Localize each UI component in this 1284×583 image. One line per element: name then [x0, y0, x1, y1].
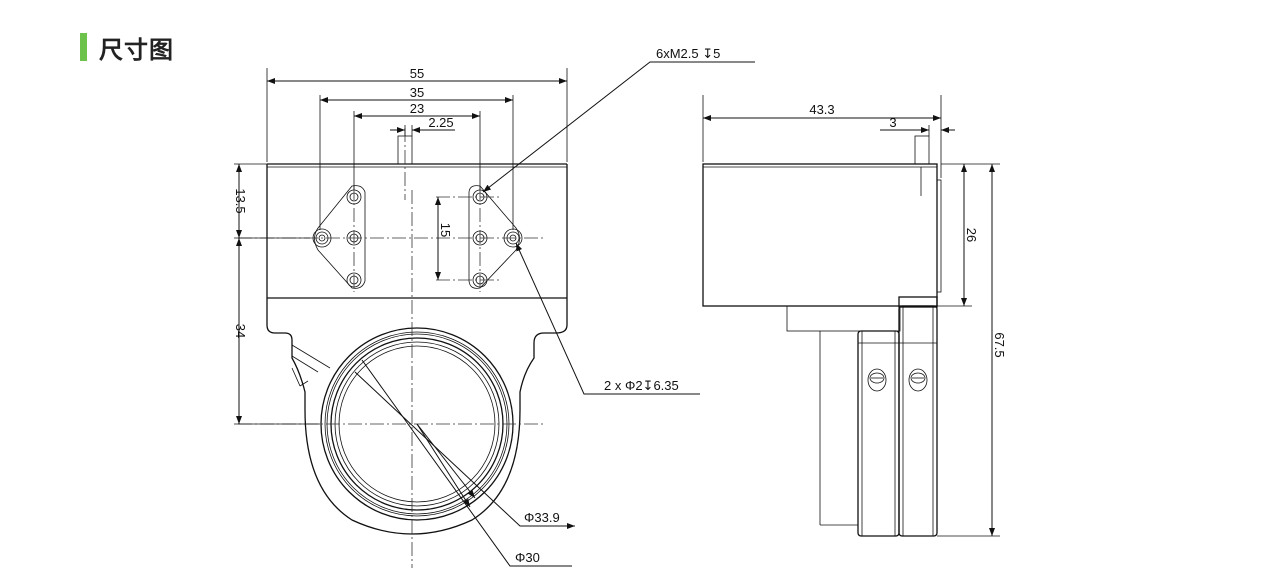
left-mount-plate: [312, 185, 366, 289]
callout-inner-dia: Φ30: [515, 550, 540, 565]
dim-side-pin-offset: 3: [889, 115, 896, 130]
dim-top-height: 13.5: [233, 188, 248, 213]
callout-pin-holes: 2 x Φ2↧6.35: [604, 378, 679, 393]
side-dimension-lines: [703, 115, 995, 536]
callout-threaded-holes: 6xM2.5 ↧5: [656, 46, 720, 61]
dim-pin-offset: 2.25: [428, 115, 453, 130]
dim-body-height: 26: [964, 228, 979, 242]
dim-width-holes-outer: 35: [410, 85, 424, 100]
side-view: 43.3 3 26 67.5: [702, 95, 1007, 537]
side-body-outline: [702, 135, 942, 537]
front-dimension-lines: [236, 78, 567, 424]
dim-total-height: 67.5: [992, 332, 1007, 357]
front-extension-lines: [234, 68, 568, 425]
dim-depth: 43.3: [809, 102, 834, 117]
page-title: 尺寸图: [99, 35, 174, 64]
front-leaders: [354, 61, 755, 567]
dim-width-total: 55: [410, 66, 424, 81]
front-body-outline: [266, 163, 568, 535]
side-extension-lines: [702, 95, 1000, 537]
dim-lower-height: 34: [233, 324, 248, 338]
title-accent-bar: [80, 33, 87, 61]
right-mount-plate: [468, 185, 523, 289]
front-view: 55 35 23 2.25 13.5 15 34 6xM2.5 ↧5 2 x Φ…: [233, 46, 755, 568]
section-title: 尺寸图: [80, 30, 174, 64]
front-pin: [397, 128, 413, 200]
dim-width-holes-inner: 23: [410, 101, 424, 116]
callout-outer-dia: Φ33.9: [524, 510, 560, 525]
dim-hole-spacing: 15: [438, 223, 453, 237]
